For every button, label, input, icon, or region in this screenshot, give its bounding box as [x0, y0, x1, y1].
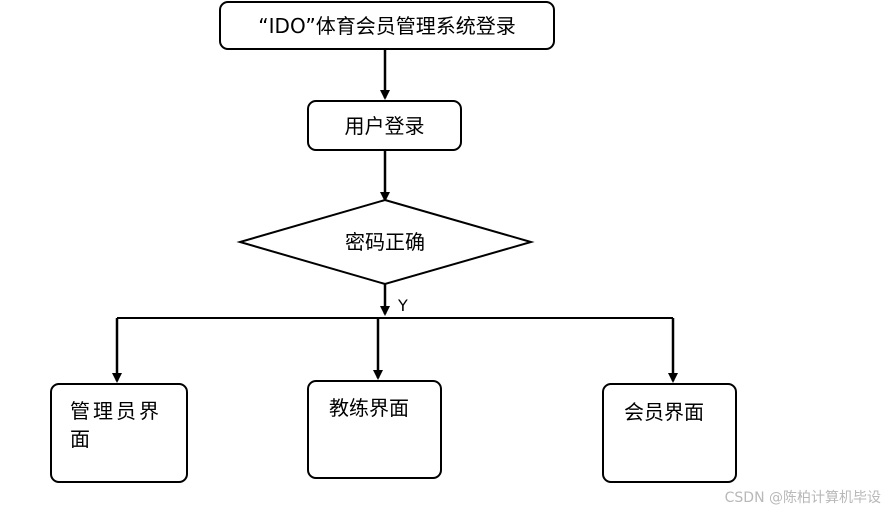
admin-node-label: 管理员界面: [70, 399, 162, 451]
coach-node: 教练界面: [307, 380, 442, 479]
start-node-label: “IDO”体育会员管理系统登录: [258, 13, 516, 38]
member-node-label: 会员界面: [624, 400, 704, 424]
login-node: 用户登录: [307, 100, 462, 151]
coach-node-label: 教练界面: [329, 396, 409, 420]
admin-node: 管理员界面: [50, 383, 188, 483]
start-node: “IDO”体育会员管理系统登录: [219, 1, 555, 50]
watermark: CSDN @陈柏计算机毕设: [724, 490, 881, 506]
login-node-label: 用户登录: [344, 113, 425, 138]
member-node: 会员界面: [602, 383, 737, 483]
yes-branch-label: Y: [398, 296, 408, 315]
decision-label: 密码正确: [345, 230, 425, 254]
